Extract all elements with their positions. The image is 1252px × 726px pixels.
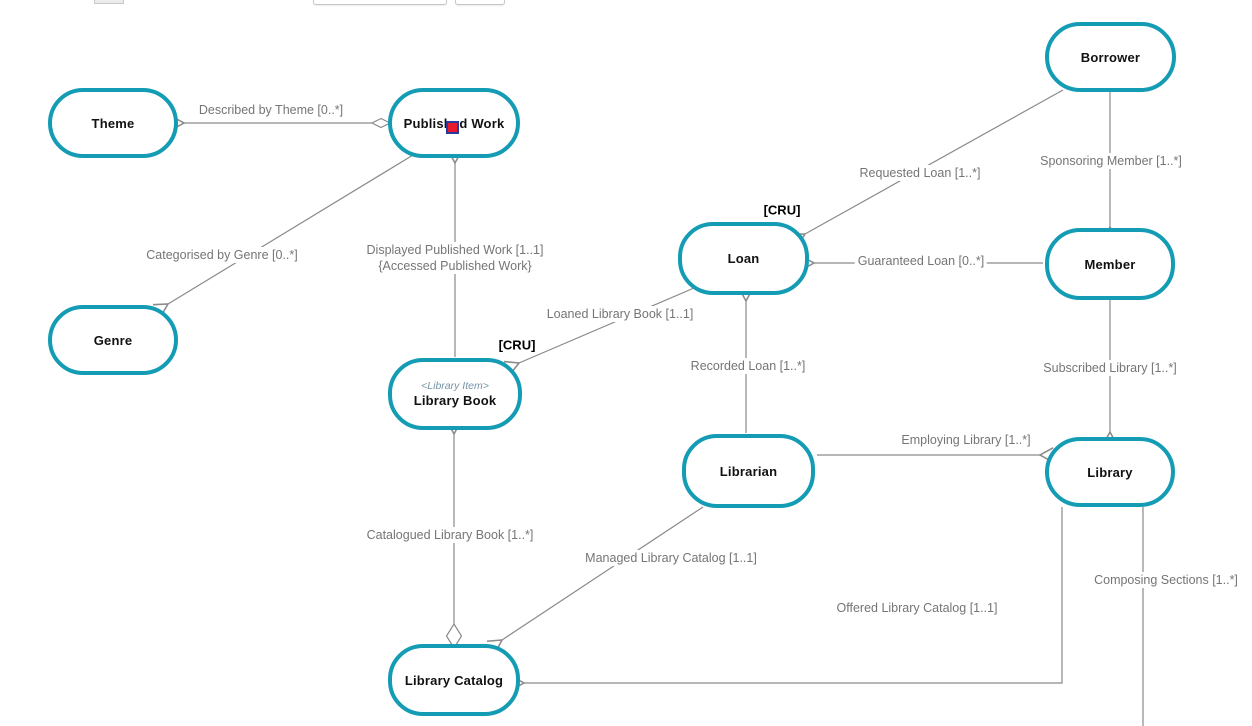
- edge-label-categorised-by-genre[interactable]: Categorised by Genre [0..*]: [143, 247, 301, 263]
- edge-label-subscribed-library[interactable]: Subscribed Library [1..*]: [1040, 360, 1180, 376]
- aggregation-diamond-library-catalog: [445, 622, 463, 650]
- edge-label-guaranteed-loan[interactable]: Guaranteed Loan [0..*]: [854, 253, 988, 269]
- aggregation-diamond-published-work: [370, 117, 392, 129]
- node-library-book[interactable]: <Library Item> Library Book: [388, 358, 522, 430]
- badge-cru-loan: [CRU]: [761, 202, 803, 218]
- node-label: Library Book: [413, 393, 497, 408]
- toolbar-fragment-center[interactable]: [313, 0, 447, 5]
- edge-constraint-text: {Accessed Published Work}: [366, 258, 544, 274]
- edge-label-composing-sections[interactable]: Composing Sections [1..*]: [1091, 572, 1241, 588]
- node-library-catalog[interactable]: Library Catalog: [388, 644, 520, 716]
- edge-label-recorded-loan[interactable]: Recorded Loan [1..*]: [687, 358, 809, 374]
- edge-label-text: Displayed Published Work [1..1]: [366, 242, 544, 258]
- edge-label-loaned-library-book[interactable]: Loaned Library Book [1..1]: [543, 306, 697, 322]
- node-label: Theme: [91, 115, 135, 131]
- red-marker-icon: [446, 121, 459, 134]
- edge-label-employing-library[interactable]: Employing Library [1..*]: [898, 432, 1034, 448]
- edge-offered-library-catalog[interactable]: [510, 507, 1063, 691]
- node-genre[interactable]: Genre: [48, 305, 178, 375]
- node-label: Loan: [727, 251, 760, 266]
- node-theme[interactable]: Theme: [48, 88, 178, 158]
- node-stereotype: <Library Item>: [421, 380, 489, 392]
- node-published-work[interactable]: Published Work: [388, 88, 520, 158]
- node-label: Member: [1084, 256, 1136, 272]
- toolbar-fragment-right[interactable]: [455, 0, 505, 5]
- edge-managed-library-catalog[interactable]: [486, 506, 704, 654]
- node-label: Genre: [93, 332, 133, 348]
- edge-label-managed-library-catalog[interactable]: Managed Library Catalog [1..1]: [582, 550, 760, 566]
- node-borrower[interactable]: Borrower: [1045, 22, 1176, 92]
- node-label: Librarian: [719, 463, 778, 479]
- edge-label-catalogued-library-book[interactable]: Catalogued Library Book [1..*]: [363, 527, 537, 543]
- edge-label-sponsoring-member[interactable]: Sponsoring Member [1..*]: [1037, 153, 1185, 169]
- node-label: Library Catalog: [404, 672, 504, 688]
- edge-label-requested-loan[interactable]: Requested Loan [1..*]: [856, 165, 984, 181]
- edge-label-offered-library-catalog[interactable]: Offered Library Catalog [1..1]: [833, 600, 1001, 616]
- edge-categorised-by-genre[interactable]: [152, 151, 419, 318]
- edge-label-displayed-published-work[interactable]: Displayed Published Work [1..1] {Accesse…: [363, 242, 547, 274]
- node-member[interactable]: Member: [1045, 228, 1175, 300]
- toolbar-fragment-left[interactable]: [94, 0, 124, 4]
- edge-requested-loan[interactable]: [789, 89, 1064, 248]
- node-library[interactable]: Library: [1045, 437, 1175, 507]
- badge-cru-library-book: [CRU]: [496, 337, 538, 353]
- node-label: Library: [1087, 464, 1133, 480]
- node-librarian[interactable]: Librarian: [682, 434, 815, 508]
- edge-label-described-by-theme[interactable]: Described by Theme [0..*]: [195, 102, 347, 118]
- edge-loaned-library-book[interactable]: [503, 287, 695, 376]
- node-label: Borrower: [1080, 49, 1141, 65]
- node-loan[interactable]: Loan: [678, 222, 809, 295]
